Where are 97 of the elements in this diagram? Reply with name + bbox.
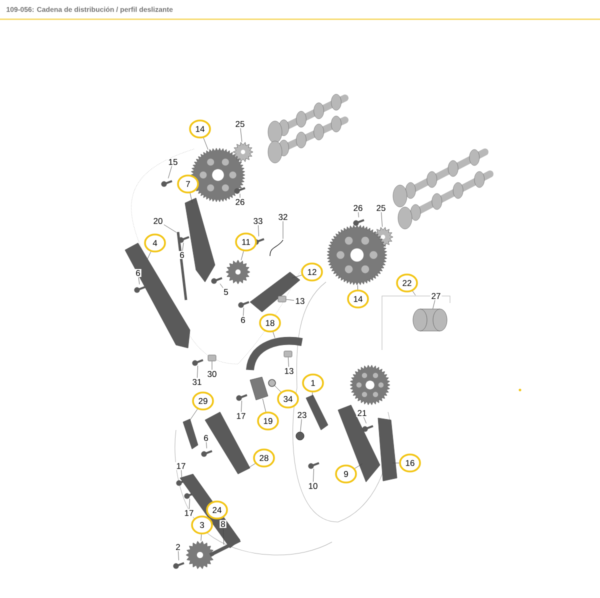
leader-line	[200, 534, 202, 542]
leader-line	[243, 308, 244, 316]
leader-line	[358, 212, 359, 218]
callout-number: 6	[202, 434, 210, 442]
leader-line	[190, 193, 192, 203]
leader-line	[189, 498, 190, 510]
callout-number: 26	[234, 198, 246, 206]
chain-section	[176, 232, 188, 300]
callout-number: 20	[152, 217, 164, 226]
leader-line	[432, 300, 436, 309]
pin	[208, 354, 216, 362]
callout-number: 6	[240, 316, 246, 324]
callout-number: 27	[430, 292, 442, 300]
leader-line	[300, 419, 302, 432]
leader-line	[220, 284, 224, 288]
bolt	[173, 562, 184, 569]
leader-line	[181, 470, 182, 478]
leader-line	[288, 357, 289, 367]
sprocket	[326, 224, 388, 286]
bolt	[201, 450, 212, 457]
sprocket	[350, 364, 390, 406]
callout-number: 17	[183, 509, 195, 517]
spring	[209, 538, 241, 557]
camshaft	[268, 116, 348, 164]
leader-line	[138, 277, 140, 284]
sprocket	[186, 541, 214, 569]
callout-number: 31	[191, 378, 203, 386]
camshaft	[392, 148, 488, 208]
wire-clip	[270, 240, 284, 256]
camshaft	[398, 170, 494, 230]
leader-line	[282, 221, 284, 239]
leader-line	[392, 462, 400, 464]
bolt	[161, 180, 172, 187]
sprocket	[226, 260, 250, 284]
leader-line	[203, 138, 208, 150]
callout-number: 17	[235, 412, 247, 420]
leader-line	[258, 225, 259, 236]
leader-line	[241, 400, 242, 412]
callout-number: 25	[375, 204, 387, 212]
leader-line	[240, 250, 244, 260]
bolt	[234, 187, 246, 194]
leader-line	[197, 366, 198, 378]
tensioner	[250, 376, 268, 400]
bolt	[353, 219, 364, 226]
callout-number: 5	[222, 288, 230, 296]
leader-line	[262, 398, 266, 412]
camshaft	[268, 94, 348, 144]
leader-line	[178, 550, 179, 560]
washer	[268, 379, 276, 387]
guide-rail	[306, 394, 328, 430]
leader-line	[381, 212, 382, 228]
bolt	[308, 462, 320, 469]
leader-line	[147, 252, 152, 259]
callout-number: 30	[206, 370, 218, 378]
callout-number: 17	[175, 462, 187, 470]
guide-rail	[378, 418, 398, 482]
leader-line	[364, 416, 366, 424]
callout-number: 32	[277, 213, 289, 222]
bolt	[238, 301, 250, 308]
guide-rail	[204, 412, 250, 474]
callout-number: 21	[356, 409, 368, 417]
callout-number: 25	[234, 120, 246, 128]
callout-number: 33	[252, 217, 264, 226]
bolt	[192, 359, 204, 366]
leader-line	[222, 528, 224, 545]
callout-number: 15	[167, 158, 179, 166]
callout-number: 23	[296, 411, 308, 420]
sprocket	[232, 142, 254, 162]
bolt	[211, 277, 222, 284]
leader-line	[190, 408, 198, 420]
bolt	[236, 394, 248, 401]
callout-number: 26	[352, 204, 364, 212]
callout-number: 10	[307, 482, 319, 490]
callout-number: 13	[283, 367, 295, 376]
leader-line	[206, 442, 207, 448]
bolt	[178, 236, 190, 243]
leader-line	[248, 463, 256, 468]
guide-rail	[182, 418, 198, 450]
nut	[296, 432, 304, 440]
guide-rail	[184, 198, 216, 282]
leader-line	[292, 274, 302, 278]
callout-number: 13	[294, 297, 306, 306]
leader-line	[354, 464, 362, 469]
leader-line	[412, 290, 416, 296]
callout-number: 2	[174, 543, 182, 551]
leader-line	[272, 332, 276, 338]
leader-line	[313, 468, 314, 482]
leader-line	[286, 299, 294, 301]
bolt	[134, 286, 146, 293]
leader-line	[182, 242, 184, 251]
leader-line	[240, 128, 242, 142]
leader-line	[168, 166, 172, 178]
pin	[278, 296, 286, 302]
leader-line	[312, 392, 313, 398]
leader-line	[164, 224, 176, 233]
leader-line	[274, 385, 282, 392]
roller	[412, 308, 448, 332]
